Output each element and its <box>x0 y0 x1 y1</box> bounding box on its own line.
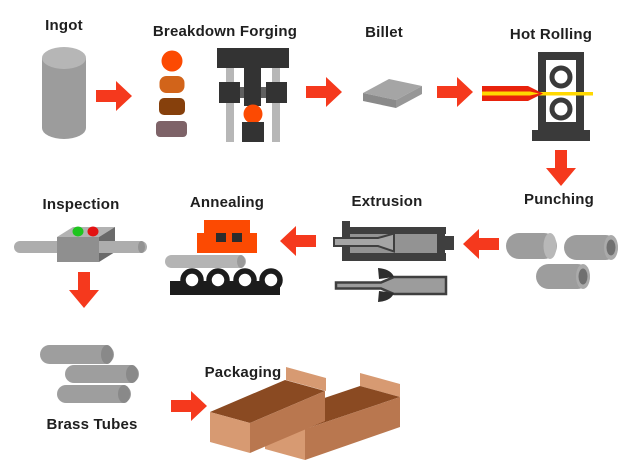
heated-stack-icon <box>156 50 187 137</box>
ingot-cylinder-icon <box>42 47 86 139</box>
red-light-icon <box>87 226 99 237</box>
step-label-extrusion: Extrusion <box>351 193 423 210</box>
flow-arrow-3-icon <box>437 77 473 107</box>
step-label-annealing: Annealing <box>189 194 265 211</box>
green-light-icon <box>72 226 84 237</box>
flow-arrow-7-icon <box>69 272 99 308</box>
flow-arrow-4-icon <box>546 150 576 186</box>
extrusion-press-icon <box>333 221 454 261</box>
flow-arrow-2-icon <box>306 77 342 107</box>
flow-arrow-8-icon <box>171 391 207 421</box>
rolling-mill-icon <box>482 52 593 141</box>
step-label-packaging: Packaging <box>204 364 282 381</box>
billet-slab-icon <box>363 79 422 108</box>
step-label-inspection: Inspection <box>42 196 120 213</box>
inspection-gauge-icon <box>14 226 147 262</box>
annealing-furnace-icon <box>165 220 283 295</box>
step-label-hot-rolling: Hot Rolling <box>509 26 593 43</box>
forging-press-icon <box>217 48 289 142</box>
brass-tubes-icon <box>40 345 139 403</box>
flow-arrow-5-icon <box>463 229 499 259</box>
step-label-punching: Punching <box>524 191 594 208</box>
extrusion-die-icon <box>334 268 448 302</box>
step-label-ingot: Ingot <box>45 17 83 34</box>
punched-shells-icon <box>506 233 618 289</box>
flow-arrow-6-icon <box>280 226 316 256</box>
packaging-boxes-icon <box>210 367 400 460</box>
flow-arrow-1-icon <box>96 81 132 111</box>
step-label-brass-tubes: Brass Tubes <box>46 416 138 433</box>
step-label-billet: Billet <box>365 24 403 41</box>
step-label-breakdown-forging: Breakdown Forging <box>152 23 298 40</box>
